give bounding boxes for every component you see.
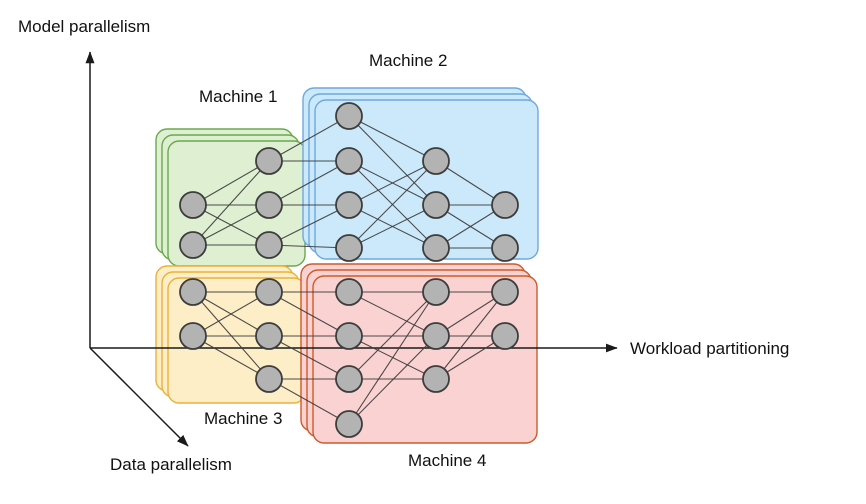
network-node[interactable]	[422, 322, 450, 350]
network-edge	[192, 335, 270, 380]
network-node[interactable]	[255, 365, 283, 393]
network-edge	[268, 378, 350, 425]
network-edge	[192, 291, 270, 337]
network-edge	[348, 115, 437, 162]
machine-label-machine-2: Machine 2	[369, 51, 448, 70]
network-node[interactable]	[179, 231, 207, 259]
network-node[interactable]	[335, 410, 363, 438]
network-node[interactable]	[179, 322, 207, 350]
network-node[interactable]	[255, 278, 283, 306]
network-node[interactable]	[335, 365, 363, 393]
network-edge	[192, 204, 270, 246]
axis-arrow-z	[89, 347, 189, 447]
network-node[interactable]	[491, 278, 519, 306]
network-edge	[192, 160, 270, 206]
network-edge	[268, 160, 350, 206]
axis-label-data-parallelism: Data parallelism	[110, 455, 232, 474]
machine-label-machine-3: Machine 3	[204, 409, 283, 428]
network-edge	[268, 291, 350, 337]
network-edge	[192, 160, 270, 246]
network-edge	[348, 291, 437, 337]
network-node[interactable]	[422, 365, 450, 393]
network-edge	[348, 204, 437, 249]
axis-label-workload-partitioning: Workload partitioning	[630, 339, 790, 358]
network-node[interactable]	[179, 278, 207, 306]
network-node[interactable]	[422, 191, 450, 219]
network-edge	[348, 291, 437, 380]
network-edge	[348, 160, 437, 249]
network-node[interactable]	[335, 191, 363, 219]
network-edge	[348, 115, 437, 206]
network-node[interactable]	[179, 191, 207, 219]
network-edge	[348, 160, 437, 206]
network-node[interactable]	[255, 231, 283, 259]
network-edge	[268, 204, 350, 246]
machine-label-machine-1: Machine 1	[199, 87, 278, 106]
network-node[interactable]	[335, 278, 363, 306]
network-edge	[348, 335, 437, 425]
network-node[interactable]	[335, 322, 363, 350]
network-edge	[348, 291, 437, 425]
network-node[interactable]	[335, 147, 363, 175]
network-edge	[268, 335, 350, 380]
network-node[interactable]	[491, 234, 519, 262]
network-node[interactable]	[335, 234, 363, 262]
network-node[interactable]	[422, 147, 450, 175]
network-node[interactable]	[422, 278, 450, 306]
network-node[interactable]	[255, 322, 283, 350]
network-node[interactable]	[255, 147, 283, 175]
network-node[interactable]	[255, 191, 283, 219]
network-node[interactable]	[422, 234, 450, 262]
machine-label-machine-4: Machine 4	[408, 451, 487, 470]
network-node[interactable]	[335, 102, 363, 130]
network-node[interactable]	[491, 322, 519, 350]
network-edge	[268, 115, 350, 162]
network-nodes-layer	[179, 102, 519, 438]
network-edge	[435, 291, 506, 380]
axis-label-model-parallelism: Model parallelism	[18, 17, 151, 36]
network-node[interactable]	[491, 191, 519, 219]
